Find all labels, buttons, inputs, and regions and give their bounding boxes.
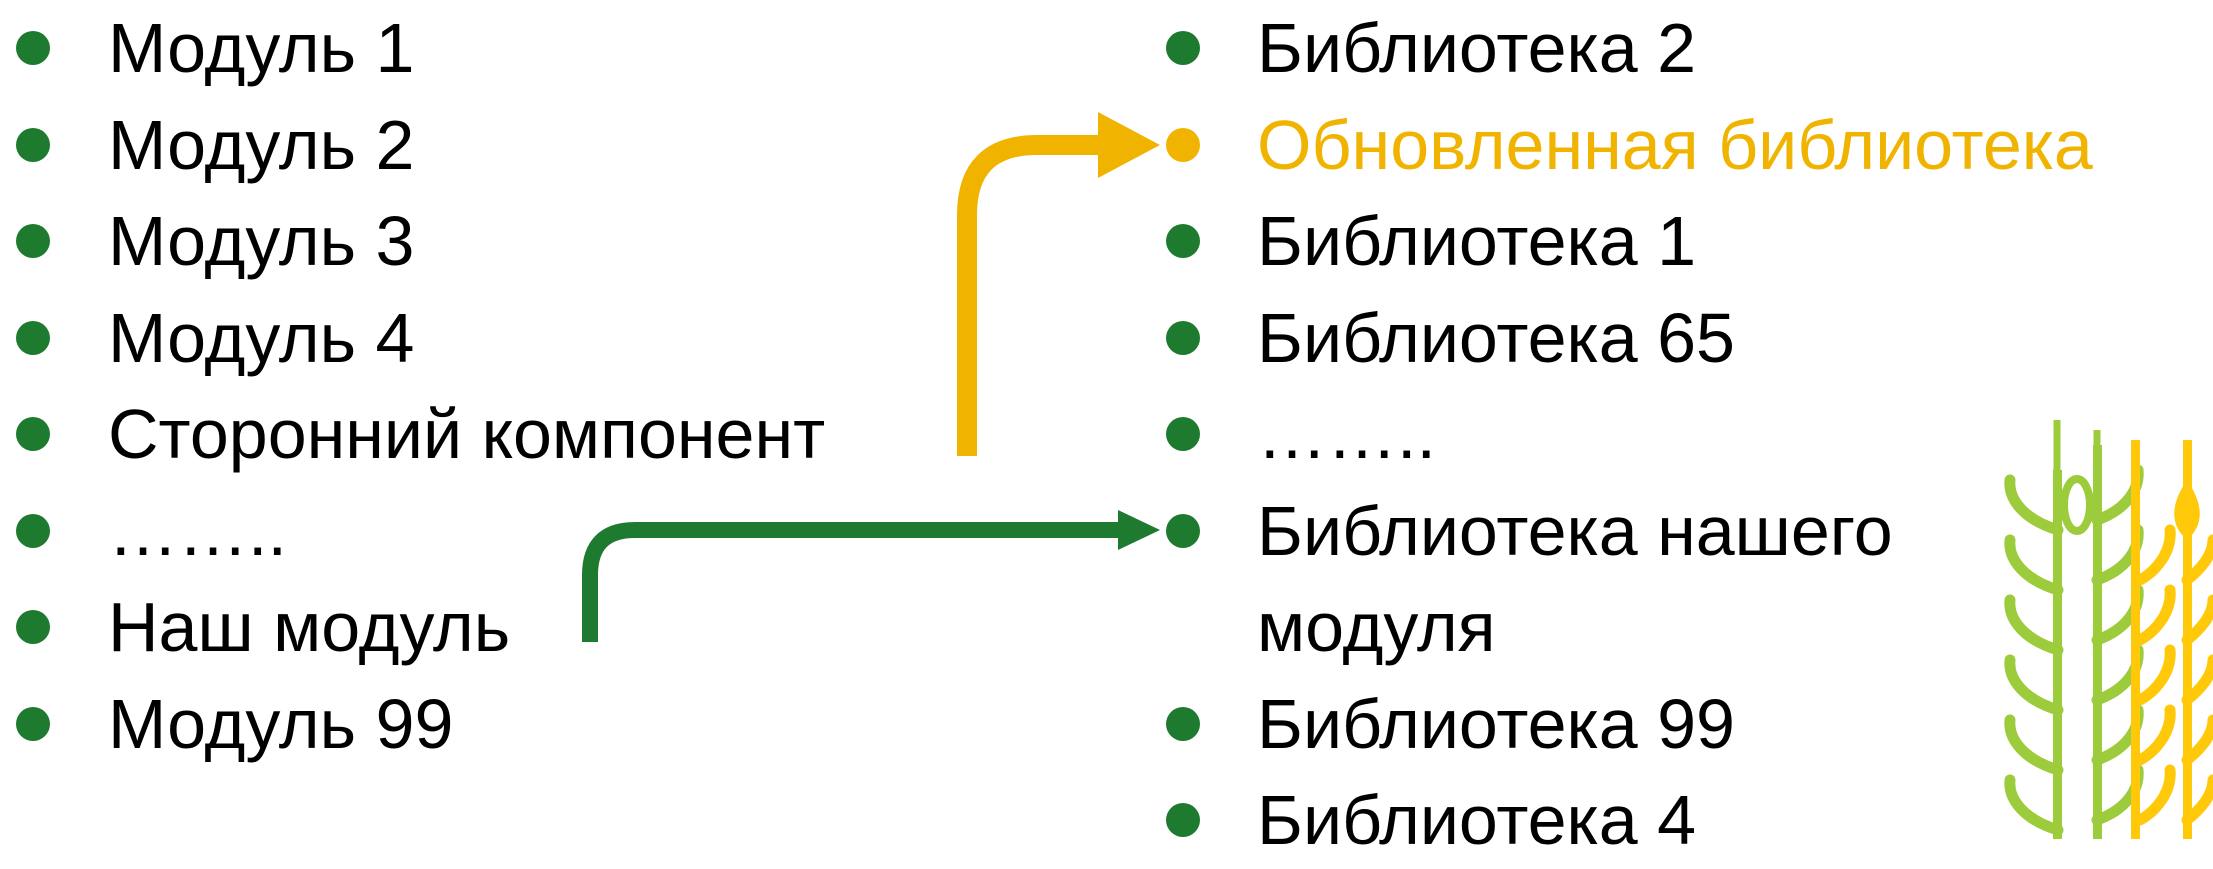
bullet-icon [16, 320, 50, 355]
modules-list: Модуль 1 Модуль 2 Модуль 3 Модуль 4 Стор… [0, 0, 825, 772]
library-label: Библиотека нашего модуля [1257, 491, 1893, 667]
library-item-updated: Обновленная библиотека [1150, 97, 2093, 194]
module-label: …….. [108, 491, 287, 570]
library-label: Библиотека 2 [1257, 9, 1697, 87]
diagram-overlay [582, 112, 2213, 839]
arrow-yellow-shaft [957, 135, 1112, 456]
module-item: Модуль 4 [0, 290, 825, 387]
libraries-list: Библиотека 2 Обновленная библиотека Библ… [1150, 0, 2093, 869]
bullet-icon [16, 513, 50, 548]
wheat-ears-icon [2004, 420, 2213, 839]
module-label: Наш модуль [108, 588, 511, 666]
library-item: Библиотека 1 [1150, 193, 2093, 290]
module-label: Сторонний компонент [108, 395, 826, 473]
library-label: Библиотека 65 [1257, 298, 1735, 377]
wheat-ear-green [2004, 420, 2144, 839]
arrow-third-party-to-updated-library [957, 112, 1160, 456]
bullet-icon [1166, 320, 1200, 355]
bullet-icon [16, 224, 50, 259]
library-label: Библиотека 1 [1257, 202, 1697, 280]
module-item: Модуль 2 [0, 97, 825, 194]
wheat-ear-yellow [2131, 440, 2213, 839]
arrow-our-module-to-our-library [582, 510, 1160, 642]
library-item: Библиотека 65 [1150, 290, 2093, 387]
wheat-tip [2060, 475, 2094, 535]
library-item-ours: Библиотека нашего модуля [1150, 483, 2093, 676]
bullet-icon [16, 610, 50, 645]
wheat-grains [2134, 524, 2213, 826]
bullet-icon [16, 127, 50, 162]
bullet-icon [1166, 31, 1200, 66]
module-label: Модуль 99 [108, 684, 454, 763]
module-item-third-party: Сторонний компонент [0, 386, 825, 483]
module-label: Модуль 1 [108, 9, 415, 87]
module-item: Модуль 99 [0, 676, 825, 773]
wheat-tip [2174, 480, 2200, 540]
bullet-icon [1166, 513, 1200, 548]
library-item: Библиотека 2 [1150, 0, 2093, 97]
bullet-icon [1166, 706, 1200, 741]
module-item-ellipsis: …….. [0, 483, 825, 580]
module-label: Модуль 2 [108, 105, 415, 184]
library-label: Библиотека 99 [1257, 684, 1735, 763]
module-label: Модуль 3 [108, 202, 415, 280]
module-item: Модуль 1 [0, 0, 825, 97]
arrow-green-head [1118, 510, 1160, 550]
bullet-icon [1166, 224, 1200, 259]
library-label: Обновленная библиотека [1257, 105, 2093, 184]
bullet-icon [16, 706, 50, 741]
library-item: Библиотека 99 [1150, 676, 2093, 773]
arrow-yellow-head [1098, 112, 1160, 178]
module-label: Модуль 4 [108, 298, 415, 377]
library-label: …….. [1257, 395, 1436, 473]
library-item-ellipsis: …….. [1150, 386, 2093, 483]
bullet-icon [1166, 417, 1200, 452]
bullet-icon [16, 417, 50, 452]
bullet-icon [1166, 127, 1200, 162]
wheat-grains [2004, 464, 2144, 836]
bullet-icon [16, 31, 50, 66]
module-item: Модуль 3 [0, 193, 825, 290]
module-item-ours: Наш модуль [0, 579, 825, 676]
arrow-green-shaft [582, 522, 1128, 642]
bullet-icon [1166, 803, 1200, 838]
